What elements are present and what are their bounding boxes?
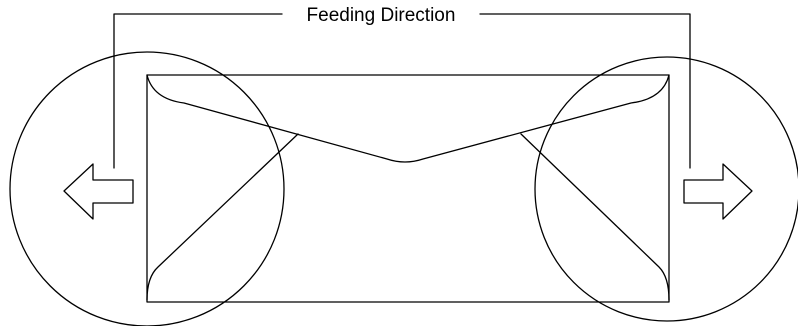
arrow-right-icon — [683, 163, 753, 220]
right-edge-highlight-circle — [534, 56, 798, 322]
envelope-right-seam — [520, 133, 670, 301]
envelope-left-seam — [146, 133, 299, 301]
feeding-direction-label: Feeding Direction — [307, 5, 456, 26]
arrow-left-icon — [63, 163, 134, 220]
envelope-outline — [146, 74, 670, 303]
left-edge-highlight-circle — [9, 51, 285, 326]
feeding-direction-bracket — [113, 13, 691, 169]
envelope-flap — [146, 74, 670, 163]
